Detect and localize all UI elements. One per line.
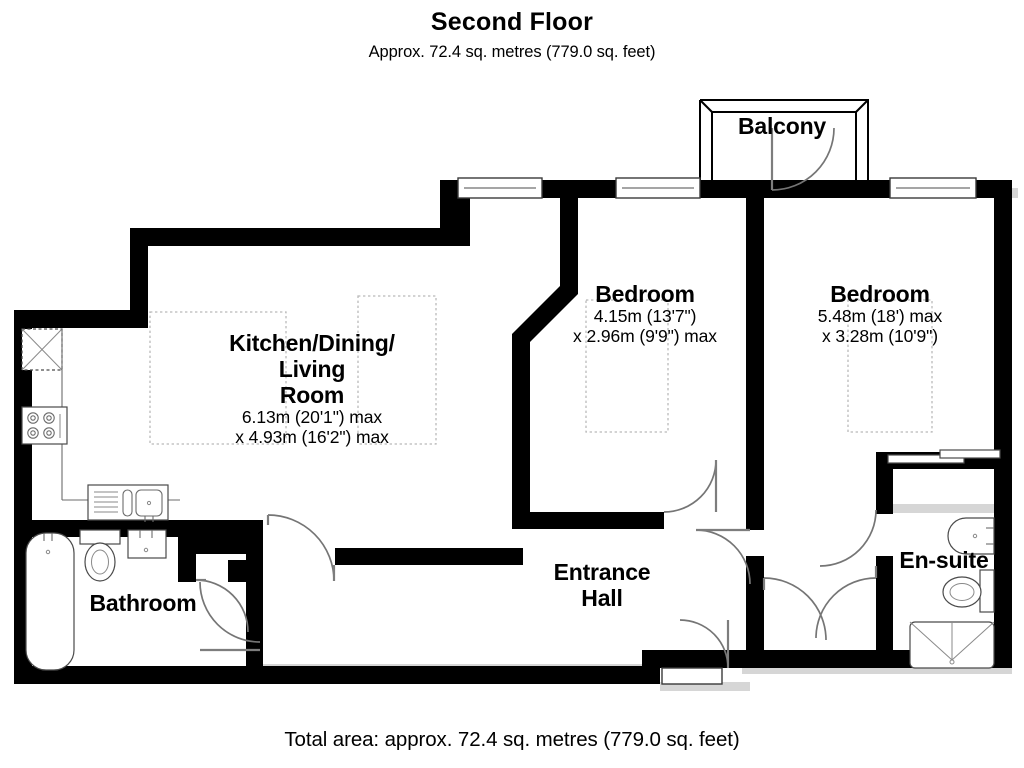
sink-icon [87, 484, 169, 522]
bed-outline-bedroom1 [585, 299, 669, 433]
window-bedroom1-right [615, 177, 701, 199]
kitchen-fixtures [21, 295, 437, 522]
bed-outline-bedroom2 [847, 299, 933, 433]
window-bedroom1-left [457, 177, 543, 199]
toilet-icon [79, 529, 121, 582]
window-bedroom2 [889, 177, 977, 199]
page-title: Second Floor [430, 8, 594, 36]
washbasin-icon [127, 529, 167, 559]
door-ensuite-alcove [819, 509, 877, 567]
door-entrance [679, 619, 730, 669]
footer-block: Total area: approx. 72.4 sq. metres (779… [0, 728, 1024, 752]
furniture-outlines [585, 299, 933, 433]
door-bathroom [195, 578, 261, 652]
ensuite-washbasin-icon [947, 517, 995, 555]
hob-icon [21, 406, 68, 445]
wardrobe-icon [887, 449, 1001, 464]
shower-tray-icon [909, 621, 995, 669]
bathroom-fixtures [25, 529, 167, 671]
door-hall-corridor [695, 528, 751, 585]
page-subtitle: Approx. 72.4 sq. metres (779.0 sq. feet) [368, 43, 656, 61]
doors [195, 459, 878, 669]
balcony-structure [699, 99, 869, 191]
door-bedroom2 [762, 577, 827, 641]
tall-unit-icon [21, 328, 63, 371]
ensuite-toilet-icon [942, 569, 995, 613]
entrance-door-opening [661, 667, 723, 685]
windows [457, 177, 977, 685]
door-ensuite [815, 566, 878, 639]
ensuite-fixtures [909, 517, 995, 669]
door-bedroom1 [663, 459, 718, 513]
title-block: Second Floor Approx. 72.4 sq. metres (77… [0, 8, 1024, 62]
bathtub-icon [25, 532, 75, 671]
total-area-text: Total area: approx. 72.4 sq. metres (779… [284, 728, 740, 751]
door-kitchen [266, 514, 336, 582]
